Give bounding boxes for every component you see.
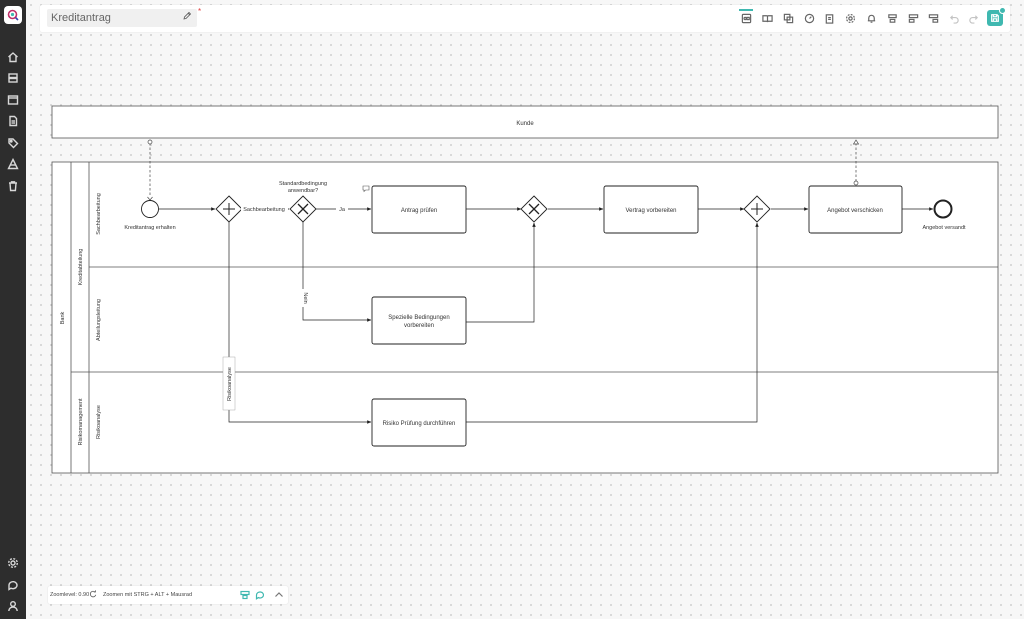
zoom-hint: Zoomen mit STRG + ALT + Mausrad xyxy=(103,592,193,598)
speedometer-icon[interactable] xyxy=(802,11,816,25)
pool-bank-label: Bank xyxy=(60,311,66,324)
process-map-icon[interactable] xyxy=(739,11,753,25)
task-send-offer[interactable]: Angebot verschicken xyxy=(808,185,903,234)
tag-icon[interactable] xyxy=(5,135,21,151)
unsaved-marker: * xyxy=(198,7,202,16)
minimap-icon[interactable] xyxy=(240,590,250,600)
layers-icon[interactable] xyxy=(5,70,21,86)
parallel-gateway-join[interactable] xyxy=(743,195,771,223)
settings-icon[interactable] xyxy=(5,555,21,571)
comments-icon[interactable] xyxy=(255,590,265,600)
lane-department-head-label: Abteilungsleitung xyxy=(96,299,102,341)
chevron-up-icon[interactable] xyxy=(274,590,284,600)
lane-risk-management-label: Risikomanagement xyxy=(78,398,84,446)
document-icon[interactable] xyxy=(5,113,21,129)
task-prepare-contract[interactable]: Vertrag vorbereiten xyxy=(603,185,699,234)
settings-icon[interactable] xyxy=(843,11,857,25)
task-special-conditions[interactable]: Spezielle Bedingungen vorbereiten xyxy=(371,296,467,345)
pyramid-icon[interactable] xyxy=(5,156,21,172)
flow-label-risk[interactable]: Risikoanalyse xyxy=(227,367,233,401)
gateway-question-line-1: Standardbedingung xyxy=(279,181,327,187)
sidebar xyxy=(0,0,26,619)
book-icon[interactable] xyxy=(760,11,774,25)
align-right-icon[interactable] xyxy=(926,11,940,25)
exclusive-gateway-merge[interactable] xyxy=(520,195,548,223)
trash-icon[interactable] xyxy=(5,178,21,194)
flow-label-clerk[interactable]: Sachbearbeitung xyxy=(243,207,285,213)
task-risk-check[interactable]: Risiko Prüfung durchführen xyxy=(371,398,467,447)
redo-icon[interactable] xyxy=(966,11,980,25)
task-special-conditions-line-2: vorbereiten xyxy=(404,323,434,329)
save-button[interactable] xyxy=(987,7,1006,26)
bell-icon[interactable] xyxy=(864,11,878,25)
pool-customer-label: Kunde xyxy=(516,121,534,127)
undo-icon[interactable] xyxy=(947,11,961,25)
pencil-icon[interactable] xyxy=(182,11,192,21)
lane-credit-department-label: Kreditabteilung xyxy=(78,249,84,286)
lane-clerk-label: Sachbearbeitung xyxy=(96,193,102,235)
flow-label-yes[interactable]: Ja xyxy=(339,207,346,213)
align-left-icon[interactable] xyxy=(906,11,920,25)
document-title: Kreditantrag xyxy=(51,12,111,24)
copy-icon[interactable] xyxy=(781,11,795,25)
sequence-flows xyxy=(159,207,934,424)
parallel-gateway-split[interactable] xyxy=(215,195,243,223)
gateway-question-line-2: anwendbar? xyxy=(288,188,318,194)
zoom-level: Zoomlevel: 0.90 xyxy=(50,592,90,598)
task-prepare-contract-label: Vertrag vorbereiten xyxy=(625,208,676,214)
task-send-offer-label: Angebot verschicken xyxy=(827,208,883,214)
reset-zoom-icon[interactable] xyxy=(89,590,97,598)
start-event[interactable]: Kreditantrag erhalten xyxy=(124,200,176,232)
window-icon[interactable] xyxy=(5,92,21,108)
pool-customer[interactable]: Kunde xyxy=(51,105,999,139)
user-icon[interactable] xyxy=(5,598,21,614)
end-event[interactable]: Angebot versandt xyxy=(922,199,966,232)
message-flow-in[interactable] xyxy=(147,139,153,201)
clipboard-icon[interactable] xyxy=(822,11,836,25)
align-center-icon[interactable] xyxy=(885,11,899,25)
start-event-label: Kreditantrag erhalten xyxy=(124,225,175,231)
comment-icon[interactable] xyxy=(362,185,370,193)
task-risk-check-label: Risiko Prüfung durchführen xyxy=(383,421,456,427)
save-status-dot xyxy=(999,7,1006,14)
lane-clerk[interactable]: Sachbearbeitung Abteilungsleitung Risiko… xyxy=(89,193,998,439)
exclusive-gateway-condition[interactable]: Standardbedingung anwendbar? xyxy=(279,181,327,223)
lane-risk-analysis-label: Risikoanalyse xyxy=(96,405,102,439)
active-tool-indicator xyxy=(739,9,753,11)
task-check-application[interactable]: Antrag prüfen xyxy=(371,185,467,234)
document-title-field[interactable]: Kreditantrag xyxy=(47,9,197,27)
end-event-label: Angebot versandt xyxy=(922,225,966,231)
zoom-bar: Zoomlevel: 0.90 Zoomen mit STRG + ALT + … xyxy=(48,586,288,604)
feedback-icon[interactable] xyxy=(5,577,21,593)
task-check-application-label: Antrag prüfen xyxy=(401,208,437,214)
flow-label-no[interactable]: Nein xyxy=(302,292,308,303)
task-special-conditions-line-1: Spezielle Bedingungen xyxy=(388,315,449,321)
top-toolbar: Kreditantrag * xyxy=(40,5,1010,32)
home-icon[interactable] xyxy=(5,49,21,65)
save-icon xyxy=(991,14,999,22)
message-flow-out[interactable] xyxy=(852,139,860,186)
process-logo-icon[interactable] xyxy=(4,6,22,24)
